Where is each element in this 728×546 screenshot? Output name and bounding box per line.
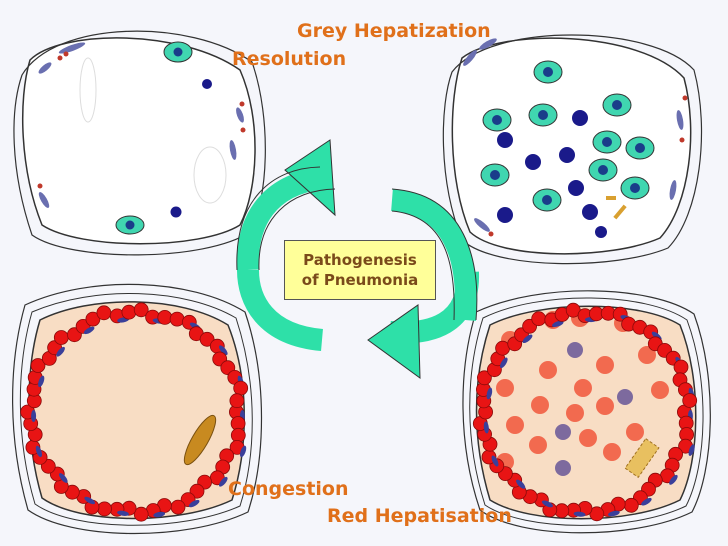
label-red-hepatisation: Red Hepatisation xyxy=(327,505,512,527)
center-title-line2: of Pneumonia xyxy=(301,271,419,289)
red-hep-wall-rbcs xyxy=(472,302,698,522)
endothelial-cell xyxy=(153,511,166,518)
rbc xyxy=(169,311,185,327)
rbc xyxy=(233,380,249,396)
endothelial-cell xyxy=(188,499,200,508)
label-resolution: Resolution xyxy=(232,48,347,70)
endothelial-cell xyxy=(218,476,228,487)
endothelial-cell xyxy=(669,474,678,485)
rbc xyxy=(133,302,149,318)
congestion-rbcs xyxy=(20,302,249,522)
endothelial-cell xyxy=(483,421,489,434)
endothelial-cell xyxy=(83,326,95,335)
endothelial-cell xyxy=(486,387,493,400)
endothelial-cell xyxy=(641,497,652,506)
endothelial-cell xyxy=(499,357,508,369)
endothelial-cell xyxy=(239,445,247,458)
rbc xyxy=(85,311,101,327)
alveolus-grey-hepatization xyxy=(442,34,703,265)
alveolus-resolution xyxy=(13,30,266,256)
center-title-box: Pathogenesis of Pneumonia xyxy=(284,240,436,300)
rbc xyxy=(673,359,689,375)
alveolus-red-hepatisation xyxy=(462,290,711,534)
rbc xyxy=(121,304,137,320)
rbc xyxy=(133,506,149,522)
rbc xyxy=(97,501,112,517)
label-grey-hepatization: Grey Hepatization xyxy=(297,20,491,42)
endothelial-cell xyxy=(35,445,43,458)
endothelial-cell xyxy=(84,496,96,505)
endothelial-cell xyxy=(688,444,695,456)
endothelial-cell xyxy=(491,455,499,467)
rbc xyxy=(682,393,698,408)
rbc xyxy=(96,305,112,321)
endothelial-cell xyxy=(552,320,564,327)
endothelial-cell xyxy=(522,334,533,344)
rbc xyxy=(170,499,186,515)
endothelial-cell xyxy=(218,345,228,356)
rbc xyxy=(30,358,46,373)
cycle-arrow-outline xyxy=(236,166,478,321)
endothelial-cell xyxy=(31,410,37,422)
label-congestion: Congestion xyxy=(228,478,349,500)
rbc xyxy=(623,497,639,513)
rbc xyxy=(157,309,173,325)
alveolus-congestion xyxy=(12,283,263,535)
cycle-arrows xyxy=(236,139,480,380)
rbc xyxy=(476,370,492,386)
resolution-cells xyxy=(37,41,246,235)
rbc xyxy=(199,331,215,347)
endothelial-cell xyxy=(516,479,526,489)
endothelial-cell xyxy=(117,510,129,516)
endothelial-cell xyxy=(573,511,586,517)
endothelial-cell xyxy=(58,473,68,483)
rbc xyxy=(531,311,547,327)
endothelial-cell xyxy=(38,375,45,388)
center-title-line1: Pathogenesis xyxy=(303,251,417,269)
rbc xyxy=(229,393,245,409)
endothelial-cell xyxy=(56,346,65,357)
rbc xyxy=(53,330,69,345)
endothelial-cell xyxy=(541,500,553,508)
grey-hep-cells xyxy=(463,38,688,238)
endothelial-cell xyxy=(608,510,620,517)
